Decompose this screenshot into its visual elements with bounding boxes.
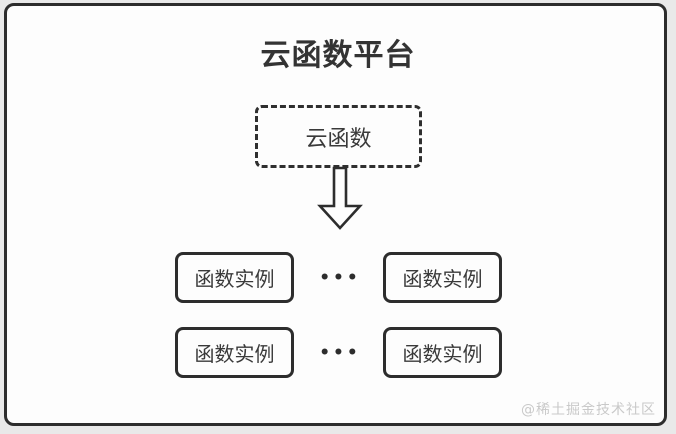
function-instance-label: 函数实例	[402, 342, 483, 366]
down-arrow-icon	[317, 166, 363, 230]
function-instance-box: 函数实例	[175, 252, 294, 303]
function-instance-label: 函数实例	[194, 267, 275, 291]
function-instance-label: 函数实例	[402, 267, 483, 291]
cloud-function-label: 云函数	[305, 126, 372, 152]
function-instance-box: 函数实例	[175, 327, 294, 378]
watermark: @稀土掘金技术社区	[521, 402, 656, 418]
function-instance-label: 函数实例	[194, 342, 275, 366]
function-instance-box: 函数实例	[383, 252, 502, 303]
ellipsis: •••	[319, 268, 361, 288]
ellipsis: •••	[319, 343, 361, 363]
function-instance-box: 函数实例	[383, 327, 502, 378]
diagram-title: 云函数平台	[260, 38, 416, 73]
cloud-function-box: 云函数	[255, 105, 422, 168]
